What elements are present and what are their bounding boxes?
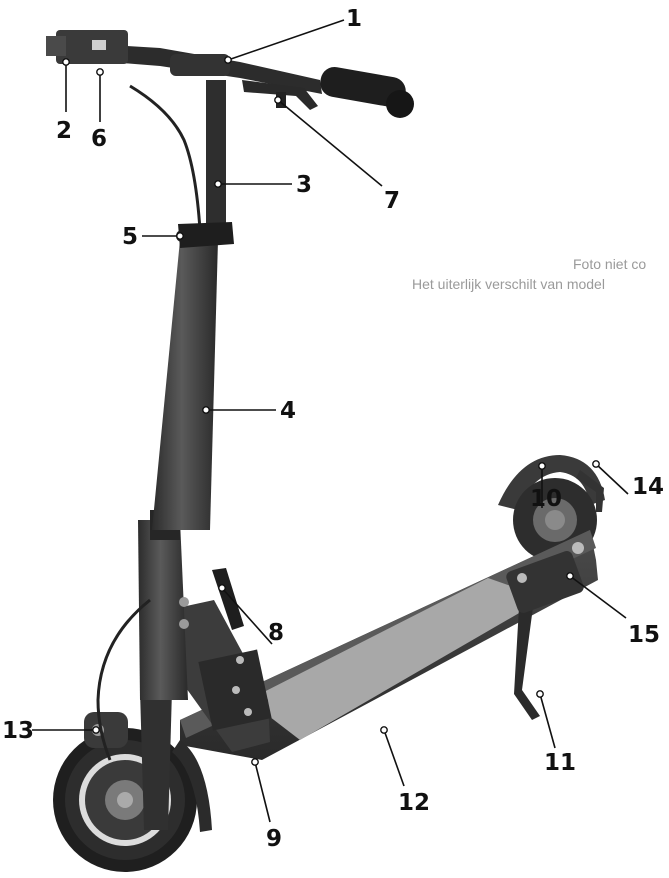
callout-3: 3 [296,172,312,198]
headlight [84,712,128,748]
leader-dot-6 [96,68,104,76]
leader-dot-11 [536,690,544,698]
disclaimer-line-2: Het uiterlijk verschilt van model [412,276,605,292]
callout-6: 6 [91,126,107,152]
leader-line-15 [569,575,627,619]
rear-bracket [576,470,604,512]
leader-line-14 [595,463,629,495]
leader-dot-9 [251,758,259,766]
callout-8: 8 [268,620,284,646]
leader-dot-13 [92,726,100,734]
handlebar [46,30,414,118]
deck [180,530,598,760]
leader-line-1 [227,19,345,61]
brake-cable [129,84,202,231]
upper-stem [206,80,226,230]
callout-5: 5 [122,224,138,250]
callout-7: 7 [384,188,400,214]
leader-dot-1 [224,56,232,64]
leader-dot-7 [274,96,282,104]
callout-15: 15 [628,622,660,648]
callout-2: 2 [56,118,72,144]
leader-line-9 [254,761,271,823]
callout-4: 4 [280,398,296,424]
leader-dot-15 [566,572,574,580]
callout-13: 13 [2,718,34,744]
leader-dot-14 [592,460,600,468]
leader-dot-5 [176,232,184,240]
callout-labels: 1 2 3 4 5 6 7 8 9 10 11 12 13 14 15 [2,6,664,852]
leader-dot-3 [214,180,222,188]
folding-mechanism [166,568,272,752]
callout-9: 9 [266,826,282,852]
leader-line-12 [383,729,405,787]
front-fender [172,740,212,832]
motor-housing [506,551,584,613]
callout-12: 12 [398,790,430,816]
scooter-illustration [46,30,605,872]
front-fork [140,690,172,830]
leader-dot-2 [62,58,70,66]
leader-dots [62,56,600,766]
leader-dot-4 [202,406,210,414]
leader-dot-8 [218,584,226,592]
callout-1: 1 [346,6,362,32]
leader-line-7 [277,99,383,187]
leader-dot-10 [538,462,546,470]
disclaimer-line-1: Foto niet co [573,256,647,272]
leader-lines [32,19,629,823]
grip-tape [248,578,545,740]
callout-10: 10 [530,486,562,512]
leader-line-11 [539,693,556,749]
kickstand [514,590,540,720]
leader-line-8 [221,587,273,645]
main-stem [152,240,218,530]
callout-14: 14 [632,474,664,500]
leader-dot-12 [380,726,388,734]
height-clamp [176,222,234,248]
callout-11: 11 [544,750,576,776]
lower-stem [138,520,188,700]
